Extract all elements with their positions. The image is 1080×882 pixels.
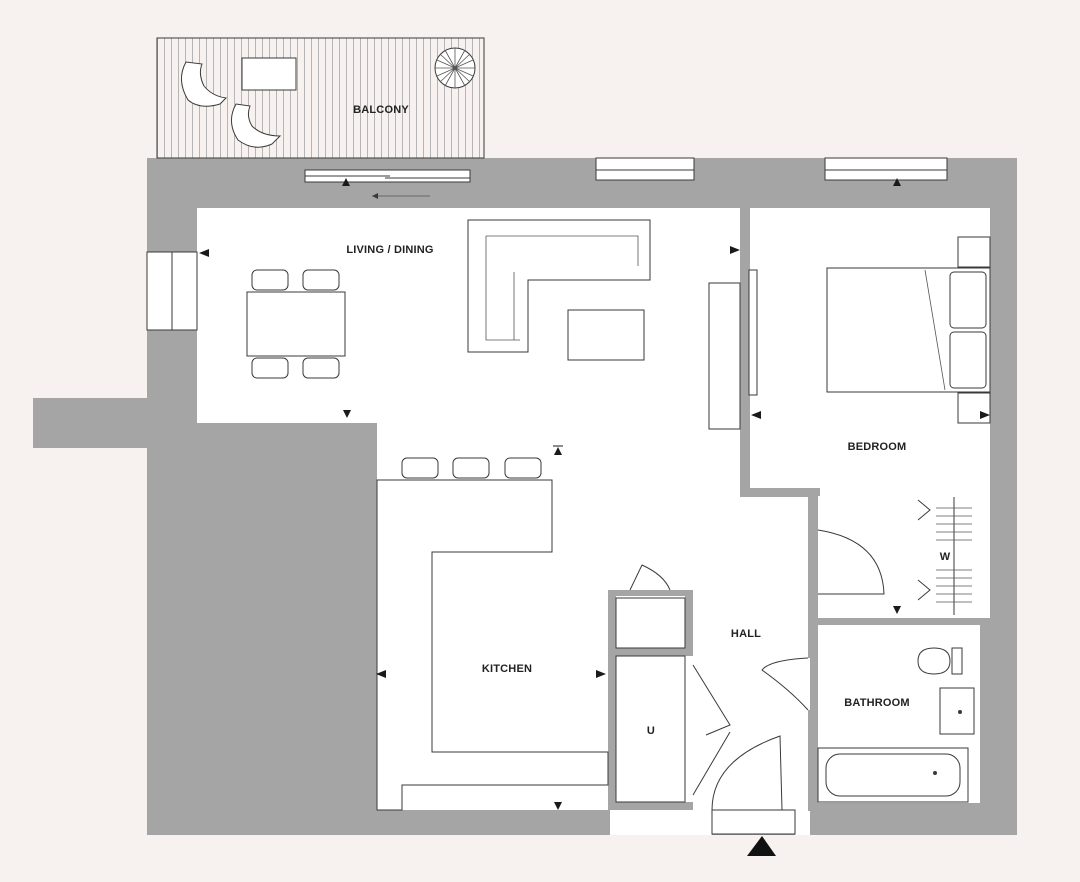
partition-bedroom-living	[740, 208, 750, 496]
utility-cupboard	[615, 597, 686, 649]
partition-bath-east	[980, 618, 990, 811]
small-triangle-icon	[980, 411, 990, 419]
chair-icon	[231, 103, 282, 148]
small-triangle-icon	[596, 670, 606, 678]
coffee-table	[567, 309, 645, 361]
bar-stools	[401, 457, 542, 479]
partition-utility-bottom	[608, 802, 693, 810]
wall-block	[33, 398, 193, 448]
small-triangle-icon	[199, 249, 209, 257]
partition-hall-east	[808, 496, 818, 530]
door-swing	[629, 564, 671, 591]
bed	[826, 236, 991, 424]
window	[824, 157, 948, 181]
small-triangle-icon	[730, 246, 740, 254]
chair-icon	[181, 61, 228, 107]
wardrobe-hangers	[917, 497, 972, 615]
sofa	[467, 219, 651, 353]
sink	[939, 687, 975, 735]
plant-icon	[434, 47, 476, 89]
chair	[302, 269, 340, 291]
partition-bath-top	[808, 618, 980, 625]
partition-hall-east-lower	[808, 593, 818, 658]
balcony-table	[241, 57, 297, 91]
chair	[251, 357, 289, 379]
dining-set	[246, 269, 346, 379]
door-entrance	[711, 809, 796, 835]
bar-stool	[452, 457, 490, 479]
door-swing	[761, 657, 809, 711]
dining-table	[246, 291, 346, 357]
balcony	[156, 37, 485, 199]
partition-bath-bottom	[808, 803, 990, 811]
utility-room	[615, 655, 686, 803]
partition-utility-mid	[608, 648, 693, 656]
door-swing	[711, 735, 783, 811]
bar-stool	[401, 457, 439, 479]
label-utility: U	[647, 725, 655, 737]
label-balcony: BALCONY	[353, 104, 409, 116]
partition-bedroom-hall	[740, 488, 820, 496]
small-triangle-icon	[554, 802, 562, 810]
triangle-up-icon	[747, 836, 776, 856]
partition-bath-west	[808, 710, 818, 810]
label-bathroom: BATHROOM	[844, 697, 910, 709]
bathtub	[817, 747, 969, 803]
small-triangle-icon	[751, 411, 761, 419]
partition-utility-top	[608, 590, 693, 596]
chair	[251, 269, 289, 291]
chair	[302, 357, 340, 379]
small-triangle-icon	[342, 178, 350, 186]
toilet	[917, 647, 963, 675]
label-kitchen: KITCHEN	[482, 663, 532, 675]
door-swing	[817, 529, 885, 595]
window	[595, 157, 695, 181]
label-living-dining: LIVING / DINING	[346, 244, 433, 256]
label-bedroom: BEDROOM	[848, 441, 907, 453]
door-swing	[692, 664, 731, 796]
small-triangle-icon	[343, 410, 351, 418]
partition-utility-east	[685, 590, 693, 650]
small-triangle-icon	[554, 447, 562, 455]
bar-stool	[504, 457, 542, 479]
small-triangle-icon	[893, 606, 901, 614]
markers	[199, 178, 990, 810]
windows	[146, 157, 948, 835]
arrow-left-icon	[372, 193, 430, 199]
tv-unit	[708, 269, 758, 430]
small-triangle-icon	[376, 670, 386, 678]
label-wardrobe: W	[940, 551, 951, 563]
kitchen-counters	[376, 479, 609, 811]
small-triangle-icon	[893, 178, 901, 186]
partition-utility-west	[608, 590, 616, 810]
label-hall: HALL	[731, 628, 761, 640]
